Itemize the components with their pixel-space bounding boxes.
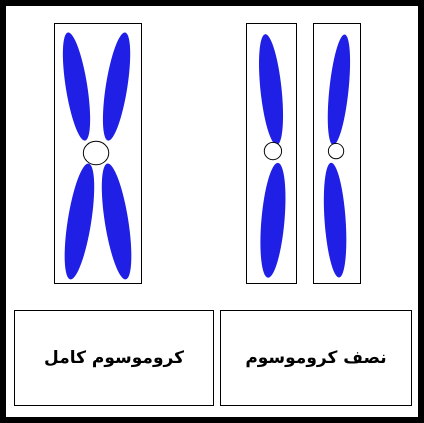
half-chromosome-icon: [314, 24, 360, 283]
half-chromosome-icon: [247, 24, 296, 283]
centromere: [83, 141, 108, 164]
whole-chromosome-box: [54, 23, 142, 284]
chromatid-upper: [324, 33, 355, 146]
chromatid-lower: [321, 162, 350, 278]
whole-chromosome-icon: [55, 24, 141, 283]
centromere: [264, 142, 281, 159]
whole-chromosome-label-box: كروموسوم كامل: [14, 310, 214, 406]
chromatid-upper-left: [57, 31, 95, 142]
chromatid-lower: [256, 162, 289, 279]
chromatid-upper-right: [97, 31, 135, 142]
half-chromosome-label-box: نصف كروموسوم: [220, 310, 412, 406]
half-chromosome-box-1: [246, 23, 297, 284]
chromatid-lower-right: [96, 162, 138, 281]
chromatid-lower-left: [59, 162, 101, 281]
whole-chromosome-label: كروموسوم كامل: [44, 348, 184, 368]
half-chromosome-box-2: [313, 23, 361, 284]
centromere: [328, 143, 343, 158]
chromatid-upper: [255, 33, 288, 146]
half-chromosome-label: نصف كروموسوم: [245, 348, 386, 368]
